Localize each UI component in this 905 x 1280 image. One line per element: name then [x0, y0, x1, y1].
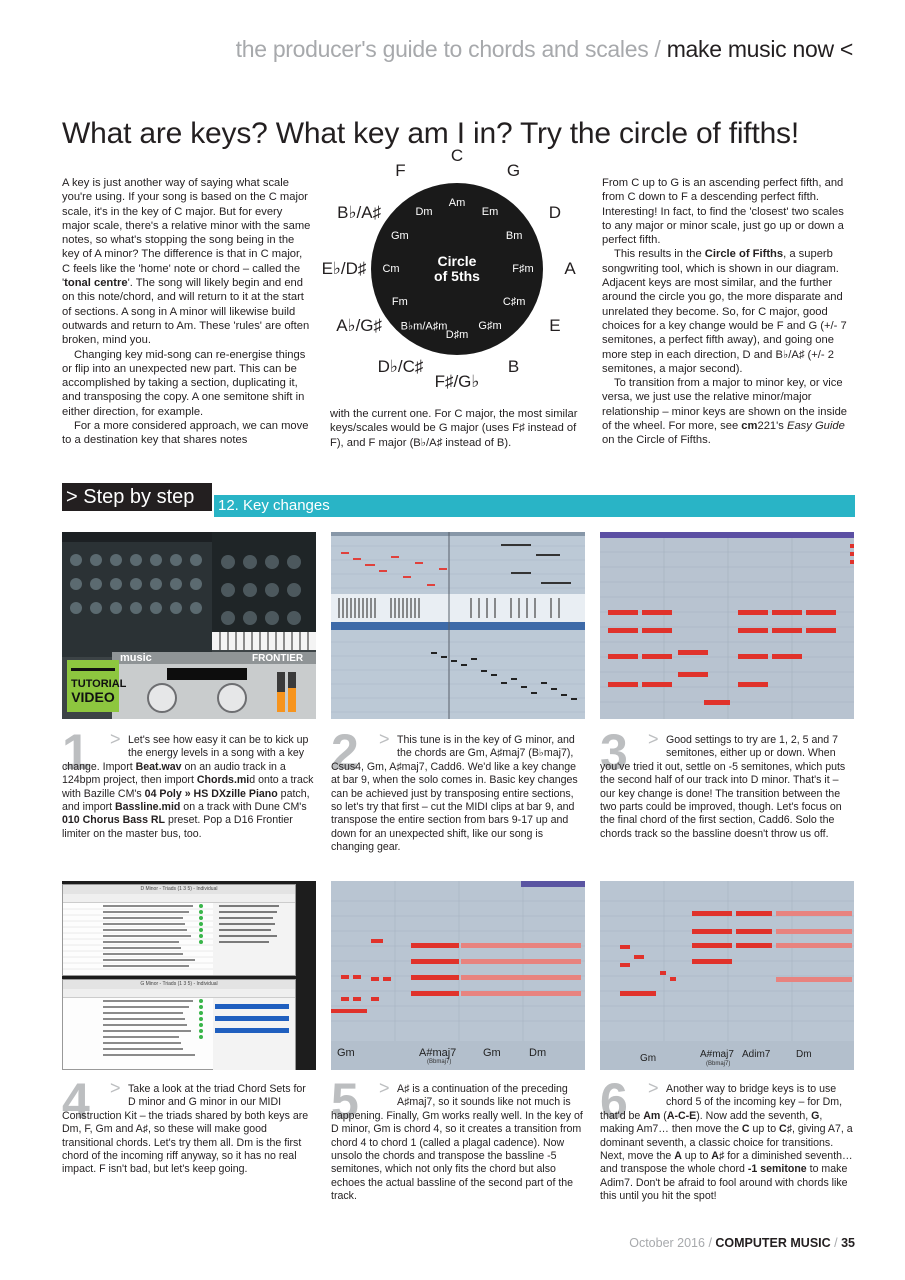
page-number: 35 — [841, 1236, 855, 1250]
chord-label-adim7: Adim7 — [742, 1049, 771, 1060]
page-title: What are keys? What key am I in? Try the… — [62, 117, 799, 150]
minor-key-bm: Bm — [505, 230, 523, 242]
major-key-b: B — [507, 356, 520, 376]
major-key-e: E — [549, 315, 561, 335]
step-text: This tune is in the key of G minor, and … — [331, 734, 578, 854]
minor-key-cm: Cm — [382, 263, 400, 275]
chord-label-gm: Gm — [640, 1053, 657, 1064]
brand-logo: music — [120, 652, 152, 664]
circle-of-fifths-diagram: Circle of 5ths C G D A E B F♯/G♭ D♭/C♯ A♭/G♯ E♭/D… — [321, 146, 590, 397]
major-key-d: D — [548, 202, 561, 222]
badge-line2: VIDEO — [71, 689, 115, 705]
minor-key-bflatm-asharpm: B♭m/A♯m — [400, 320, 448, 333]
badge-line1: TUTORIAL — [71, 678, 127, 690]
chevron-icon: > — [648, 729, 659, 749]
body-column-3: From C up to G is an ascending perfect f… — [602, 177, 848, 447]
chevron-icon: > — [379, 1078, 390, 1098]
step-number: 4 — [62, 1073, 90, 1129]
step-by-step-banner: > Step by step 12. Key changes — [62, 483, 855, 519]
chevron-icon: > — [379, 729, 390, 749]
minor-key-csharpm: C♯m — [502, 296, 526, 308]
circle-center-line2: of 5ths — [434, 268, 480, 284]
step-text: Another way to bridge keys is to use cho… — [600, 1083, 853, 1203]
footer-date: October 2016 — [629, 1236, 705, 1250]
chord-label-gm-2: Gm — [483, 1047, 501, 1059]
chord-sublabel: (Bbmaj7) — [427, 1059, 452, 1065]
major-key-fsharp-gflat: F♯/G♭ — [434, 372, 480, 391]
major-key-c: C — [450, 146, 464, 165]
major-key-bflat-asharp: B♭/A♯ — [337, 202, 382, 222]
browser-window-2-title: G Minor - Triads (1 3 5) - Individual — [63, 980, 295, 989]
screenshot-piano-roll-2: Gm A#maj7 Gm Dm (Bbmaj7) — [331, 881, 585, 1070]
major-key-g: G — [506, 161, 521, 181]
minor-key-gsharpm: G♯m — [478, 320, 502, 333]
chevron-icon: > — [648, 1078, 659, 1098]
step-text: Let's see how easy it can be to kick up … — [62, 734, 314, 840]
header-magazine: make music now < — [666, 36, 854, 62]
step-by-step-tag: > Step by step — [62, 483, 212, 511]
step-number: 1 — [62, 724, 90, 780]
chevron-icon: > — [110, 729, 121, 749]
step-text: Take a look at the triad Chord Sets for … — [62, 1083, 309, 1176]
major-key-a: A — [564, 259, 576, 278]
plugin-name: FRONTIER — [252, 653, 304, 664]
browser-window-2: G Minor - Triads (1 3 5) - Individual — [62, 979, 296, 1070]
step-number: 2 — [331, 724, 359, 780]
circle-center-label: Circle of 5ths — [434, 254, 480, 284]
footer-separator-2: / — [830, 1236, 842, 1250]
chord-label-asharpmaj7: A#maj7 — [419, 1047, 457, 1059]
minor-key-gm: Gm — [390, 230, 409, 242]
body-column-1: A key is just another way of saying what… — [62, 177, 311, 447]
screenshot-piano-roll-1 — [600, 532, 854, 719]
minor-key-dm: Dm — [415, 205, 433, 218]
chord-label-gm: Gm — [337, 1047, 355, 1059]
step-number: 5 — [331, 1073, 359, 1129]
minor-key-em: Em — [481, 205, 499, 218]
major-key-f: F — [395, 161, 406, 181]
header-separator: / — [648, 36, 667, 62]
running-header: the producer's guide to chords and scale… — [235, 36, 854, 63]
minor-key-fsharpm: F♯m — [512, 263, 534, 275]
page-footer: October 2016 / COMPUTER MUSIC / 35 — [629, 1236, 855, 1250]
chord-label-dm: Dm — [796, 1049, 812, 1060]
step-text: A♯ is a continuation of the preceding A♯… — [331, 1083, 583, 1203]
major-key-eflat-dsharp: E♭/D♯ — [321, 259, 367, 278]
minor-key-am: Am — [448, 197, 466, 209]
screenshot-arrangement — [331, 532, 585, 719]
browser-window-1-title: D Minor - Triads (1 3 5) - Individual — [63, 885, 295, 894]
step-number: 6 — [600, 1073, 628, 1129]
footer-separator: / — [704, 1236, 716, 1250]
step-by-step-heading: 12. Key changes — [214, 495, 855, 517]
tutorial-video-badge[interactable]: TUTORIAL VIDEO — [71, 678, 127, 705]
screenshot-piano-roll-3: Gm A#maj7 Adim7 Dm (Bbmaj7) — [600, 881, 854, 1070]
minor-key-dsharpm: D♯m — [445, 329, 469, 341]
chord-label-asharpmaj7: A#maj7 — [700, 1049, 734, 1060]
chord-sublabel: (Bbmaj7) — [706, 1061, 731, 1067]
chord-label-dm: Dm — [529, 1047, 547, 1059]
header-section: the producer's guide to chords and scale… — [235, 36, 649, 62]
browser-window-1: D Minor - Triads (1 3 5) - Individual — [62, 884, 296, 976]
body-column-2: with the current one. For C major, the m… — [330, 408, 578, 449]
minor-key-fm: Fm — [391, 296, 408, 308]
screenshot-plugins: TUTORIAL VIDEO music FRONTIER — [62, 532, 316, 719]
major-key-aflat-gsharp: A♭/G♯ — [336, 315, 383, 335]
chevron-icon: > — [110, 1078, 121, 1098]
circle-center-line1: Circle — [437, 253, 477, 269]
screenshot-file-browser: D Minor - Triads (1 3 5) - Individual G … — [62, 881, 316, 1070]
step-text: Good settings to try are 1, 2, 5 and 7 s… — [600, 734, 846, 840]
major-key-dflat-csharp: D♭/C♯ — [377, 356, 424, 376]
footer-magazine: COMPUTER MUSIC — [715, 1236, 831, 1250]
circle-disc — [371, 183, 543, 355]
step-number: 3 — [600, 724, 628, 780]
